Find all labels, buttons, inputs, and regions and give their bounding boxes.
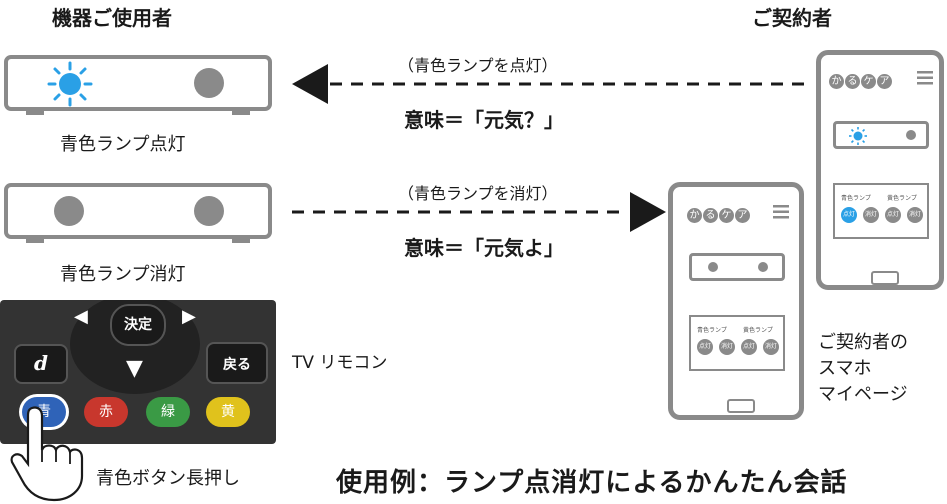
right-arrow-icon[interactable]: ▶ (182, 306, 196, 327)
blue-on-button[interactable]: 点灯 (697, 339, 713, 355)
menu-icon[interactable] (773, 205, 789, 219)
app-logo: かるケア (829, 69, 892, 89)
lamp-on-label: 青色ランプ点灯 (60, 134, 186, 155)
yellow-off-button[interactable]: 消灯 (763, 339, 779, 355)
contractor-heading: ご契約者 (752, 6, 832, 30)
phone-screen-bottom: かるケア 青色ランプ 黄色ランプ 点灯 消灯 点灯 消灯 (668, 182, 804, 420)
lamp-control-panel: 青色ランプ 黄色ランプ 点灯 消灯 点灯 消灯 (689, 315, 785, 371)
phone-screen-top: かるケア 青色ランプ 黄色ランプ 点灯 消灯 点灯 消灯 (816, 50, 944, 290)
footer-caption: 使用例：ランプ点消灯によるかんたん会話 (336, 468, 848, 498)
yellow-on-button[interactable]: 点灯 (741, 339, 757, 355)
top-message-paren: （青色ランプを点灯） (398, 56, 558, 75)
blue-off-button[interactable]: 消灯 (863, 207, 879, 223)
green-color-key[interactable]: 緑 (146, 397, 190, 427)
contractor-phone-caption: ご契約者の スマホ マイページ (818, 332, 908, 405)
press-blue-label: 青色ボタン長押し (96, 468, 240, 489)
red-color-key[interactable]: 赤 (84, 397, 128, 427)
blue-on-button[interactable]: 点灯 (841, 207, 857, 223)
device-user-heading: 機器ご使用者 (52, 6, 172, 30)
tv-remote: 決定 ◀ ▶ ▼ d 戻る 青 赤 緑 黄 (0, 300, 276, 444)
blue-off-button[interactable]: 消灯 (719, 339, 735, 355)
bottom-message-meaning: 意味＝「元気よ」 (404, 236, 564, 260)
home-button[interactable] (727, 399, 755, 413)
lamp-off-label: 青色ランプ消灯 (60, 264, 186, 285)
back-key[interactable]: 戻る (206, 342, 268, 384)
lamp-off-dot (54, 196, 84, 226)
lamp-control-panel: 青色ランプ 黄色ランプ 点灯 消灯 点灯 消灯 (833, 183, 929, 239)
pointing-hand-icon (10, 406, 84, 502)
device-lamp-off (4, 183, 272, 243)
top-message-meaning: 意味＝「元気？」 (404, 108, 564, 132)
lamp-on-sun-icon (47, 61, 93, 107)
mini-sun-icon (849, 127, 867, 145)
bottom-message-paren: （青色ランプを消灯） (398, 184, 558, 203)
left-arrow-icon[interactable]: ◀ (74, 306, 88, 327)
tv-remote-label: TV リモコン (292, 353, 388, 373)
home-button[interactable] (871, 271, 899, 285)
device-lamp-on (4, 55, 272, 115)
mini-device-on (833, 121, 929, 149)
arrow-left-icon (292, 64, 806, 104)
app-logo: かるケア (687, 203, 750, 223)
mini-device-off (689, 253, 785, 281)
yellow-color-key[interactable]: 黄 (206, 397, 250, 427)
device-indicator-dot (194, 68, 224, 98)
yellow-on-button[interactable]: 点灯 (885, 207, 901, 223)
yellow-off-button[interactable]: 消灯 (907, 207, 923, 223)
d-key[interactable]: d (14, 344, 68, 384)
device-indicator-dot (194, 196, 224, 226)
menu-icon[interactable] (917, 71, 933, 85)
down-arrow-icon[interactable]: ▼ (126, 356, 143, 381)
enter-key[interactable]: 決定 (110, 304, 166, 346)
arrow-right-icon (292, 192, 666, 232)
